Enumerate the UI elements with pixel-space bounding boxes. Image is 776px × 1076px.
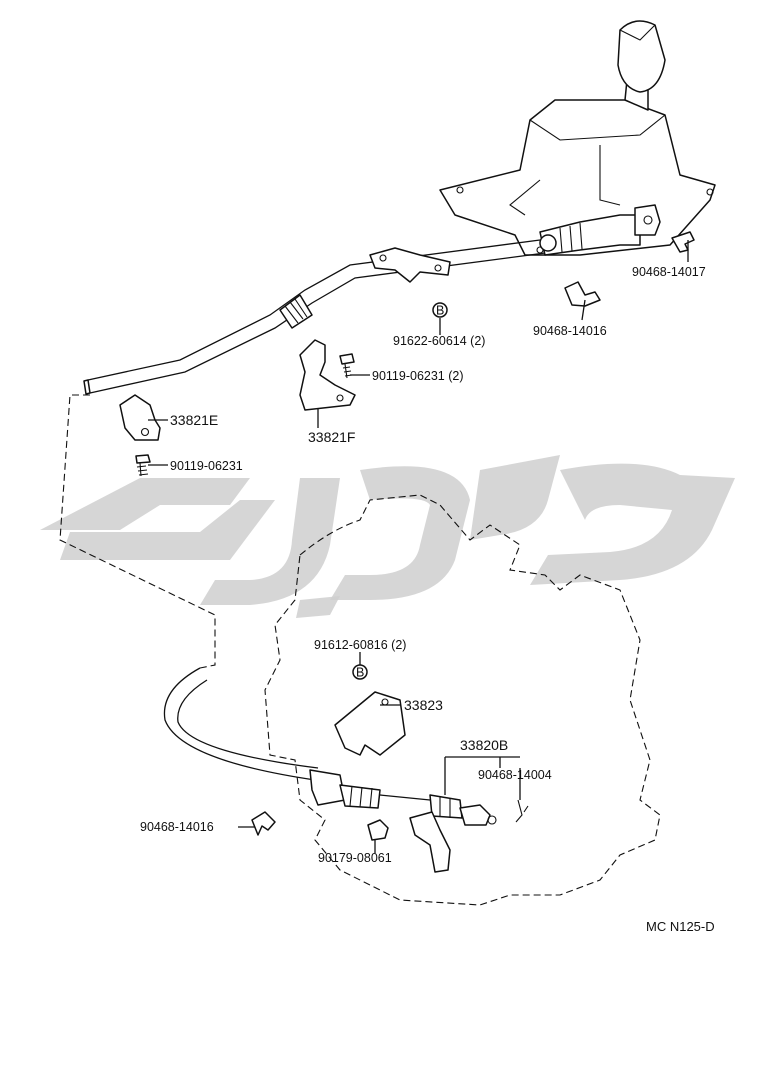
lower-shift-cable xyxy=(163,667,497,826)
reference-line-left xyxy=(59,394,216,669)
shift-lever-assembly xyxy=(439,20,716,256)
bolt-marker-upper-label: B xyxy=(436,304,444,318)
watermark-logo xyxy=(40,455,735,618)
upper-shift-cable xyxy=(83,204,661,395)
bolt-90119-06231-upper xyxy=(339,353,355,379)
pin-90468-14004 xyxy=(515,799,529,823)
label-90468-14017: 90468-14017 xyxy=(632,265,706,279)
leader-lines xyxy=(148,240,689,853)
label-91612-60816: 91612-60816 (2) xyxy=(314,638,406,652)
clip-90468-14016-upper xyxy=(564,281,601,307)
clip-90468-14016-lower xyxy=(251,811,276,836)
label-90468-14016-lower: 90468-14016 xyxy=(140,820,214,834)
transmission-housing-outline xyxy=(264,494,661,906)
diagram-code: MC N125-D xyxy=(646,919,715,934)
bracket-lower-cable-end xyxy=(409,811,451,873)
cable-bracket-upper xyxy=(369,247,451,283)
label-90468-14016-upper: 90468-14016 xyxy=(533,324,607,338)
clip-90468-14017 xyxy=(671,231,695,253)
label-90468-14004: 90468-14004 xyxy=(478,768,552,782)
bolt-90119-06231-lower xyxy=(135,454,151,477)
nut-90179-08061 xyxy=(367,819,389,841)
label-90119-06231-2: 90119-06231 (2) xyxy=(372,369,464,383)
bolt-marker-lower-label: B xyxy=(356,666,364,680)
label-91622-60614: 91622-60614 (2) xyxy=(393,334,485,348)
label-90179-08061: 90179-08061 xyxy=(318,851,392,865)
label-33820b: 33820B xyxy=(460,737,508,753)
bracket-33821f xyxy=(299,339,356,411)
bolt-marker-upper xyxy=(432,302,448,318)
label-90119-06231: 90119-06231 xyxy=(170,459,243,473)
bracket-33821e xyxy=(119,394,161,441)
label-33823: 33823 xyxy=(404,697,443,713)
label-33821f: 33821F xyxy=(308,429,355,445)
bracket-33823 xyxy=(334,691,406,756)
label-33821e: 33821E xyxy=(170,412,218,428)
